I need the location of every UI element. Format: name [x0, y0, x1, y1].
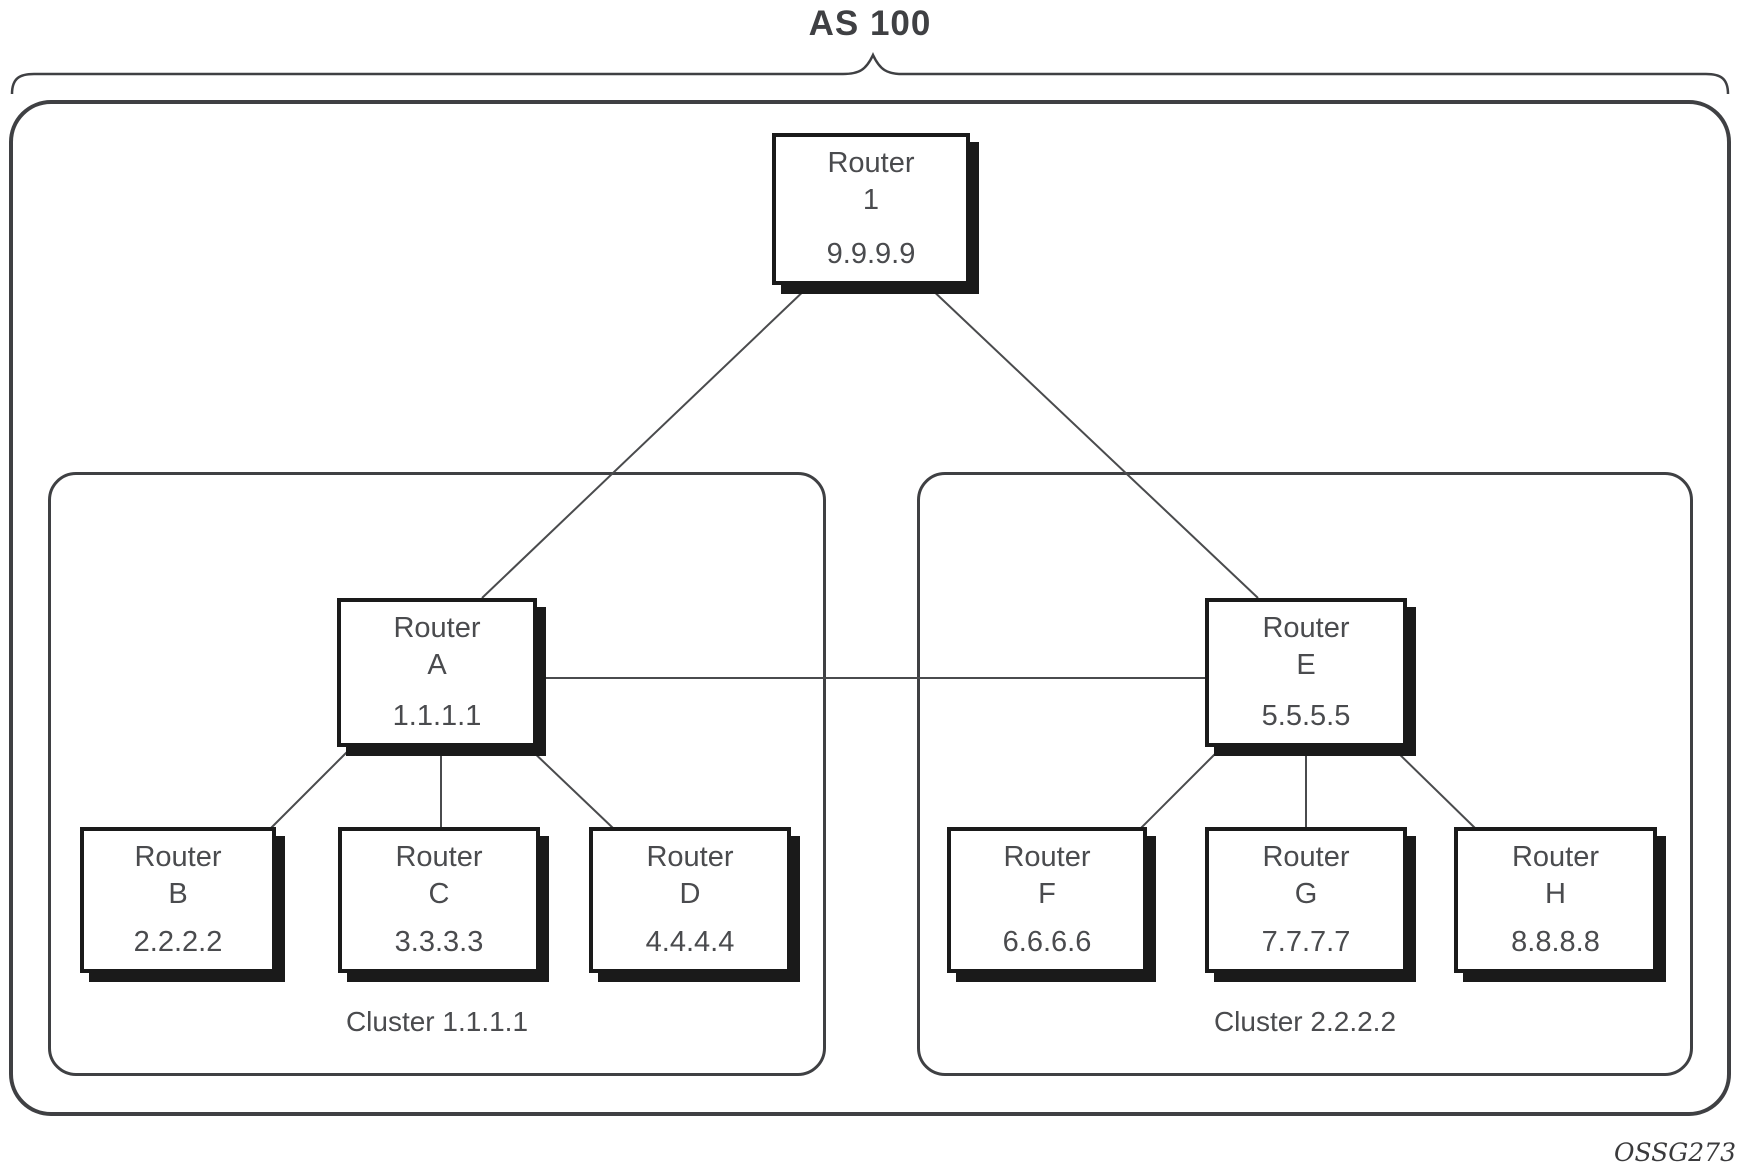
router-d-ip: 4.4.4.4 — [645, 926, 735, 958]
router-h-name: Router — [1511, 841, 1600, 873]
router-1-box: Router 1 9.9.9.9 — [772, 133, 970, 285]
router-f-name: Router — [1003, 841, 1091, 873]
link-r1-re — [926, 284, 1259, 599]
router-f-ip: 6.6.6.6 — [1002, 926, 1092, 958]
link-ra-rb — [269, 746, 353, 830]
router-e-box: Router E 5.5.5.5 — [1205, 598, 1407, 747]
router-d-id: D — [679, 878, 701, 910]
router-b-ip: 2.2.2.2 — [133, 926, 223, 958]
router-c-id: C — [428, 878, 450, 910]
router-g-id: G — [1294, 878, 1318, 910]
router-c-box: Router C 3.3.3.3 — [338, 827, 540, 973]
router-a-ip: 1.1.1.1 — [392, 700, 482, 732]
router-1-name: Router — [827, 147, 915, 179]
router-c-name: Router — [395, 841, 483, 873]
router-e-id: E — [1296, 649, 1316, 681]
as-title: AS 100 — [808, 4, 932, 43]
router-b-box: Router B 2.2.2.2 — [80, 827, 276, 973]
router-f-id: F — [1038, 878, 1056, 910]
link-re-rh — [1391, 746, 1477, 830]
router-1-ip: 9.9.9.9 — [826, 238, 916, 270]
link-ra-rd — [527, 746, 615, 830]
cluster-2-box — [917, 472, 1693, 1076]
cluster-1-box — [48, 472, 826, 1076]
router-h-box: Router H 8.8.8.8 — [1454, 827, 1657, 973]
router-g-box: Router G 7.7.7.7 — [1205, 827, 1407, 973]
cluster-1-label: Cluster 1.1.1.1 — [345, 1006, 529, 1037]
router-a-id: A — [427, 649, 447, 681]
router-g-ip: 7.7.7.7 — [1261, 926, 1351, 958]
router-a-name: Router — [393, 612, 481, 644]
brace-shape — [10, 52, 1730, 95]
link-r1-ra — [481, 284, 811, 599]
link-re-rf — [1139, 746, 1223, 830]
router-1-id: 1 — [862, 184, 880, 216]
router-d-box: Router D 4.4.4.4 — [589, 827, 791, 973]
router-e-name: Router — [1262, 612, 1350, 644]
router-h-id: H — [1545, 878, 1566, 910]
as-boundary-box — [9, 100, 1731, 1116]
router-b-name: Router — [134, 841, 222, 873]
figure-id-watermark: OSSG273 — [1614, 1138, 1736, 1167]
router-d-name: Router — [646, 841, 734, 873]
router-g-name: Router — [1262, 841, 1350, 873]
router-b-id: B — [168, 878, 188, 910]
router-h-ip: 8.8.8.8 — [1511, 926, 1600, 958]
router-a-box: Router A 1.1.1.1 — [337, 598, 537, 747]
router-f-box: Router F 6.6.6.6 — [947, 827, 1147, 973]
router-e-ip: 5.5.5.5 — [1261, 700, 1351, 732]
cluster-2-label: Cluster 2.2.2.2 — [1213, 1006, 1397, 1037]
router-c-ip: 3.3.3.3 — [394, 926, 484, 958]
